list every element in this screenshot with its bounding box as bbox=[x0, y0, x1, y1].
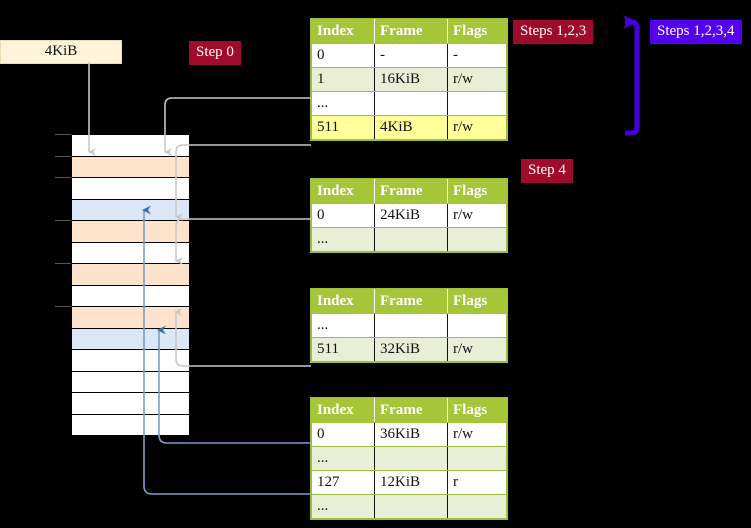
memory-frame-cell bbox=[71, 134, 190, 157]
cell-flags bbox=[447, 227, 507, 252]
cell-frame bbox=[374, 494, 448, 519]
connector-l0-row511-to-memory bbox=[175, 144, 311, 221]
cell-index: ... bbox=[311, 446, 375, 471]
cell-flags: r/w bbox=[447, 203, 507, 228]
cell-frame bbox=[374, 91, 448, 116]
column-header-flags: Flags bbox=[447, 179, 507, 204]
badge-steps-123: Steps 1,2,3 bbox=[513, 20, 594, 44]
cell-flags bbox=[447, 494, 507, 519]
cell-index: 0 bbox=[311, 203, 375, 228]
cell-index: 511 bbox=[311, 337, 375, 362]
column-header-index: Index bbox=[311, 19, 375, 44]
cell-frame: 32KiB bbox=[374, 337, 448, 362]
column-header-flags: Flags bbox=[447, 19, 507, 44]
memory-frame-cell bbox=[71, 263, 190, 286]
column-header-index: Index bbox=[311, 289, 375, 314]
cell-frame: 36KiB bbox=[374, 422, 448, 447]
column-header-frame: Frame bbox=[374, 179, 448, 204]
memory-frame-cell bbox=[71, 370, 190, 393]
memory-tick-mark bbox=[55, 263, 71, 264]
column-header-frame: Frame bbox=[374, 289, 448, 314]
connector-l1-row0-to-memory bbox=[175, 218, 311, 265]
cell-flags: - bbox=[447, 43, 507, 68]
cell-index: ... bbox=[311, 313, 375, 338]
table-row: ... bbox=[311, 494, 507, 519]
memory-tick-mark bbox=[55, 177, 71, 178]
steps-loop-arrow bbox=[623, 15, 640, 136]
memory-frame-cell bbox=[71, 284, 190, 307]
column-header-flags: Flags bbox=[447, 398, 507, 423]
column-header-frame: Frame bbox=[374, 398, 448, 423]
cell-flags bbox=[447, 446, 507, 471]
memory-frame-cell bbox=[71, 306, 190, 329]
table-row: ... bbox=[311, 313, 507, 338]
cell-index: 1 bbox=[311, 67, 375, 92]
cell-flags bbox=[447, 313, 507, 338]
memory-frame-cell bbox=[71, 413, 190, 436]
memory-frame-cell bbox=[71, 177, 190, 200]
cell-flags bbox=[447, 91, 507, 116]
cell-index: ... bbox=[311, 91, 375, 116]
cell-frame bbox=[374, 227, 448, 252]
badge-step-4: Step 4 bbox=[521, 159, 573, 183]
memory-frame-cell bbox=[71, 392, 190, 415]
cell-index: 511 bbox=[311, 115, 375, 140]
column-header-flags: Flags bbox=[447, 289, 507, 314]
badge-step-0: Step 0 bbox=[189, 41, 241, 65]
connector-l2-row511-to-memory bbox=[174, 308, 311, 367]
cell-flags: r/w bbox=[447, 67, 507, 92]
cell-frame: 24KiB bbox=[374, 203, 448, 228]
cell-frame bbox=[374, 313, 448, 338]
cell-frame: 16KiB bbox=[374, 67, 448, 92]
memory-tick-mark bbox=[55, 155, 71, 157]
cell-frame: 12KiB bbox=[374, 470, 448, 495]
cell-index: 0 bbox=[311, 422, 375, 447]
memory-size-label: 4KiB bbox=[0, 40, 122, 64]
memory-frame-cell bbox=[71, 155, 190, 178]
cell-index: 127 bbox=[311, 470, 375, 495]
memory-frame-cell bbox=[71, 349, 190, 372]
memory-frame-cell bbox=[71, 327, 190, 350]
column-header-index: Index bbox=[311, 179, 375, 204]
memory-frame-cell bbox=[71, 241, 190, 264]
memory-tick-mark bbox=[55, 306, 71, 307]
cell-flags: r/w bbox=[447, 422, 507, 447]
cell-index: ... bbox=[311, 494, 375, 519]
table-row: ... bbox=[311, 227, 507, 252]
cell-flags: r/w bbox=[447, 115, 507, 140]
cell-frame: 4KiB bbox=[374, 115, 448, 140]
cell-index: 0 bbox=[311, 43, 375, 68]
memory-tick-mark bbox=[55, 220, 71, 221]
table-row: ... bbox=[311, 446, 507, 471]
memory-frame-cell bbox=[71, 220, 190, 243]
cell-frame bbox=[374, 446, 448, 471]
cell-flags: r/w bbox=[447, 337, 507, 362]
memory-tick-mark bbox=[55, 134, 71, 135]
table-row: 0-- bbox=[311, 43, 507, 68]
column-header-index: Index bbox=[311, 398, 375, 423]
table-row: ... bbox=[311, 91, 507, 116]
cell-index: ... bbox=[311, 227, 375, 252]
memory-frame-cell bbox=[71, 198, 190, 221]
badge-steps-1234: Steps 1,2,3,4 bbox=[650, 20, 742, 44]
column-header-frame: Frame bbox=[374, 19, 448, 44]
cell-frame: - bbox=[374, 43, 448, 68]
cell-flags: r bbox=[447, 470, 507, 495]
